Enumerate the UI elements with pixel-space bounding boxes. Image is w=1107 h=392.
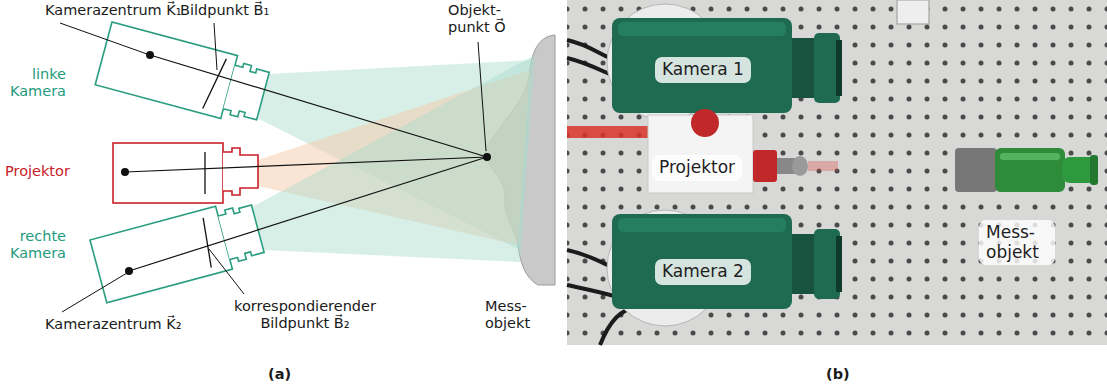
bottle: [955, 148, 1098, 192]
projector-body: [648, 109, 838, 193]
right-camera-cone: [252, 55, 535, 262]
photo-label: Projektor: [652, 155, 742, 181]
projector: [113, 143, 258, 203]
pegboard-holes: [567, 0, 1107, 345]
leader-lines: [60, 23, 486, 312]
pegboard: [567, 0, 1107, 345]
clamp: [897, 0, 929, 24]
photo-label: Kamera 1: [655, 57, 751, 83]
callout-label: Bildpunkt B⃗₁: [180, 2, 269, 19]
rays: [125, 55, 487, 271]
object-label: Mess- objekt: [485, 298, 551, 333]
device-label: Projektor: [5, 163, 70, 180]
photo-label: Kamera 2: [655, 259, 751, 285]
node-text: Projektor: [659, 158, 735, 178]
node-text: Mess- objekt: [986, 223, 1048, 262]
callout-label: Kamerazentrum K⃗₁: [45, 2, 182, 19]
callout-label: Objekt- punkt O⃗: [448, 2, 522, 37]
points: [121, 51, 491, 275]
camera-body: [612, 214, 842, 309]
left-camera: [95, 22, 271, 127]
callout-label: korrespondierender Bildpunkt B⃗₂: [215, 298, 395, 333]
photo-label: Mess- objekt: [979, 220, 1055, 265]
camera-body: [612, 18, 842, 113]
panel-caption: (b): [826, 366, 850, 383]
callout-label: Kamerazentrum K⃗₂: [45, 316, 182, 333]
device-label: linke Kamera: [0, 66, 66, 101]
right-camera: [90, 197, 266, 302]
panel-caption: (a): [268, 366, 291, 383]
device-label: rechte Kamera: [0, 228, 66, 263]
photo: [567, 0, 1107, 345]
node-text: Kamera 2: [662, 262, 744, 282]
schematic: [60, 22, 555, 312]
node-text: Kamera 1: [662, 60, 744, 80]
